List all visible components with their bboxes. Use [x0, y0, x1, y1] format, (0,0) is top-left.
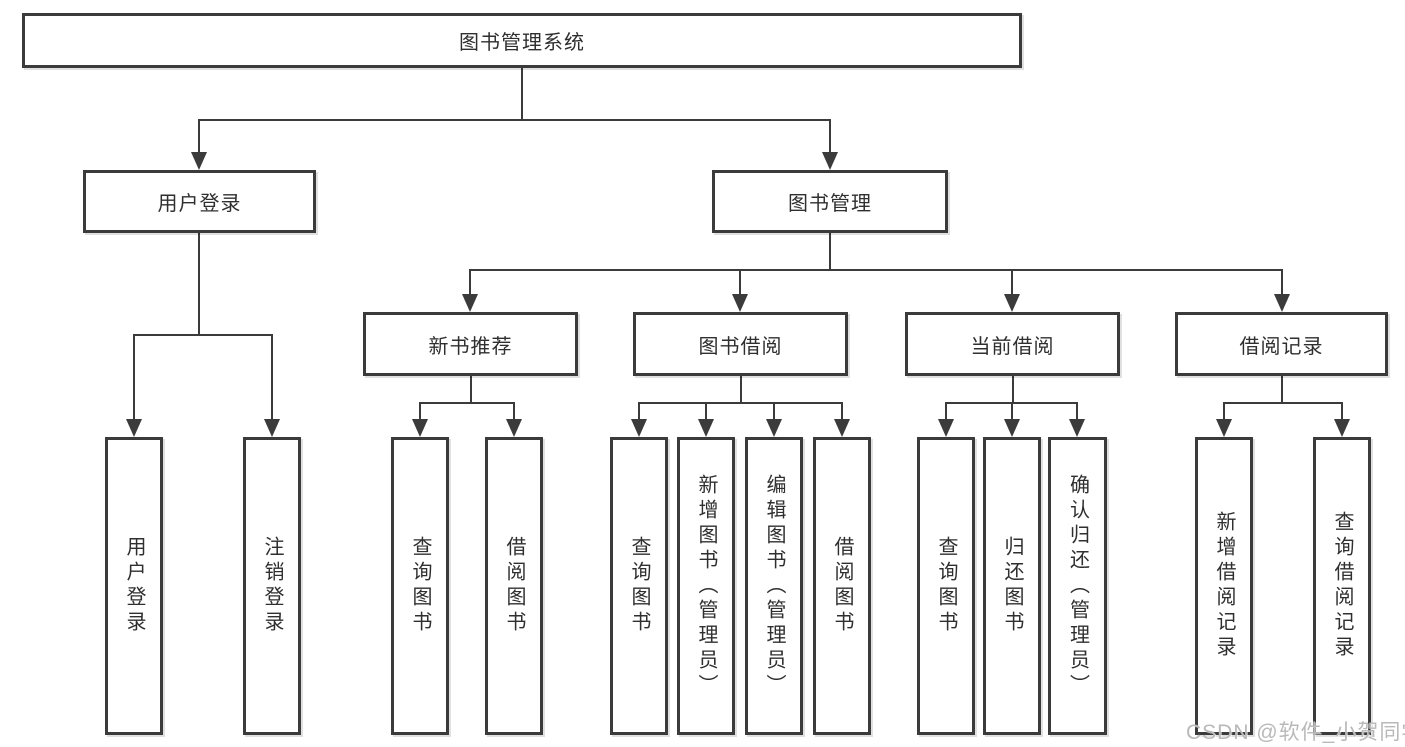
- connector-line: [1281, 269, 1283, 295]
- arrow-down-icon: [766, 419, 782, 437]
- connector-line: [1281, 376, 1283, 404]
- connector-line: [945, 402, 947, 420]
- arrow-down-icon: [938, 419, 954, 437]
- connector-line: [773, 402, 775, 420]
- node-confirm-return-admin: 确认归还（管理员）: [1048, 437, 1107, 735]
- node-book-borrow: 图书借阅: [633, 312, 848, 376]
- node-add-borrow-record: 新增借阅记录: [1195, 437, 1253, 735]
- node-logout: 注销登录: [243, 437, 301, 735]
- arrow-down-icon: [412, 419, 428, 437]
- connector-line: [521, 68, 523, 120]
- arrow-down-icon: [732, 294, 748, 312]
- connector-line: [1012, 376, 1014, 404]
- node-query-books-borrow: 查询图书: [610, 437, 668, 735]
- connector-line: [1011, 402, 1013, 420]
- connector-line: [829, 119, 831, 153]
- node-book-management: 图书管理: [712, 170, 948, 233]
- arrow-down-icon: [191, 152, 207, 170]
- node-borrow-books-recommend: 借阅图书: [485, 437, 543, 735]
- arrow-down-icon: [1004, 419, 1020, 437]
- node-query-borrow-record: 查询借阅记录: [1313, 437, 1371, 735]
- arrow-down-icon: [834, 419, 850, 437]
- node-borrow-books: 借阅图书: [813, 437, 871, 735]
- arrow-down-icon: [631, 419, 647, 437]
- arrow-down-icon: [506, 419, 522, 437]
- arrow-down-icon: [462, 294, 478, 312]
- connector-line: [829, 233, 831, 271]
- connector-line: [420, 402, 515, 404]
- connector-line: [1341, 402, 1343, 420]
- connector-line: [705, 402, 707, 420]
- connector-line: [470, 376, 472, 404]
- node-current-borrow: 当前借阅: [905, 312, 1120, 376]
- connector-line: [470, 269, 1283, 271]
- arrow-down-icon: [1069, 419, 1085, 437]
- connector-line: [639, 402, 843, 404]
- connector-line: [419, 402, 421, 420]
- node-borrow-records: 借阅记录: [1175, 312, 1388, 376]
- arrow-down-icon: [1004, 294, 1020, 312]
- connector-line: [638, 402, 640, 420]
- connector-line: [1223, 402, 1225, 420]
- node-user-login: 用户登录: [83, 170, 316, 233]
- arrow-down-icon: [1274, 294, 1290, 312]
- node-edit-book-admin: 编辑图书（管理员）: [745, 437, 803, 735]
- connector-line: [740, 376, 742, 404]
- arrow-down-icon: [698, 419, 714, 437]
- arrow-down-icon: [822, 152, 838, 170]
- arrow-down-icon: [1334, 419, 1350, 437]
- connector-line: [1224, 402, 1343, 404]
- connector-line: [133, 334, 135, 420]
- arrow-down-icon: [1216, 419, 1232, 437]
- arrow-down-icon: [126, 419, 142, 437]
- connector-line: [739, 269, 741, 295]
- connector-line: [841, 402, 843, 420]
- node-query-books-current: 查询图书: [917, 437, 975, 735]
- watermark-text: CSDN @软件_小贺同学: [1186, 721, 1405, 744]
- node-query-books-recommend: 查询图书: [391, 437, 449, 735]
- connector-line: [1011, 269, 1013, 295]
- node-new-book-recommend: 新书推荐: [363, 312, 578, 376]
- connector-line: [134, 334, 273, 336]
- node-login: 用户登录: [105, 437, 163, 735]
- connector-line: [199, 119, 831, 121]
- connector-line: [513, 402, 515, 420]
- connector-line: [271, 334, 273, 420]
- node-root: 图书管理系统: [22, 13, 1022, 68]
- node-return-book: 归还图书: [983, 437, 1041, 735]
- connector-line: [198, 119, 200, 153]
- connector-line: [469, 269, 471, 295]
- connector-line: [198, 233, 200, 335]
- connector-line: [1076, 402, 1078, 420]
- node-add-book-admin: 新增图书（管理员）: [677, 437, 735, 735]
- arrow-down-icon: [264, 419, 280, 437]
